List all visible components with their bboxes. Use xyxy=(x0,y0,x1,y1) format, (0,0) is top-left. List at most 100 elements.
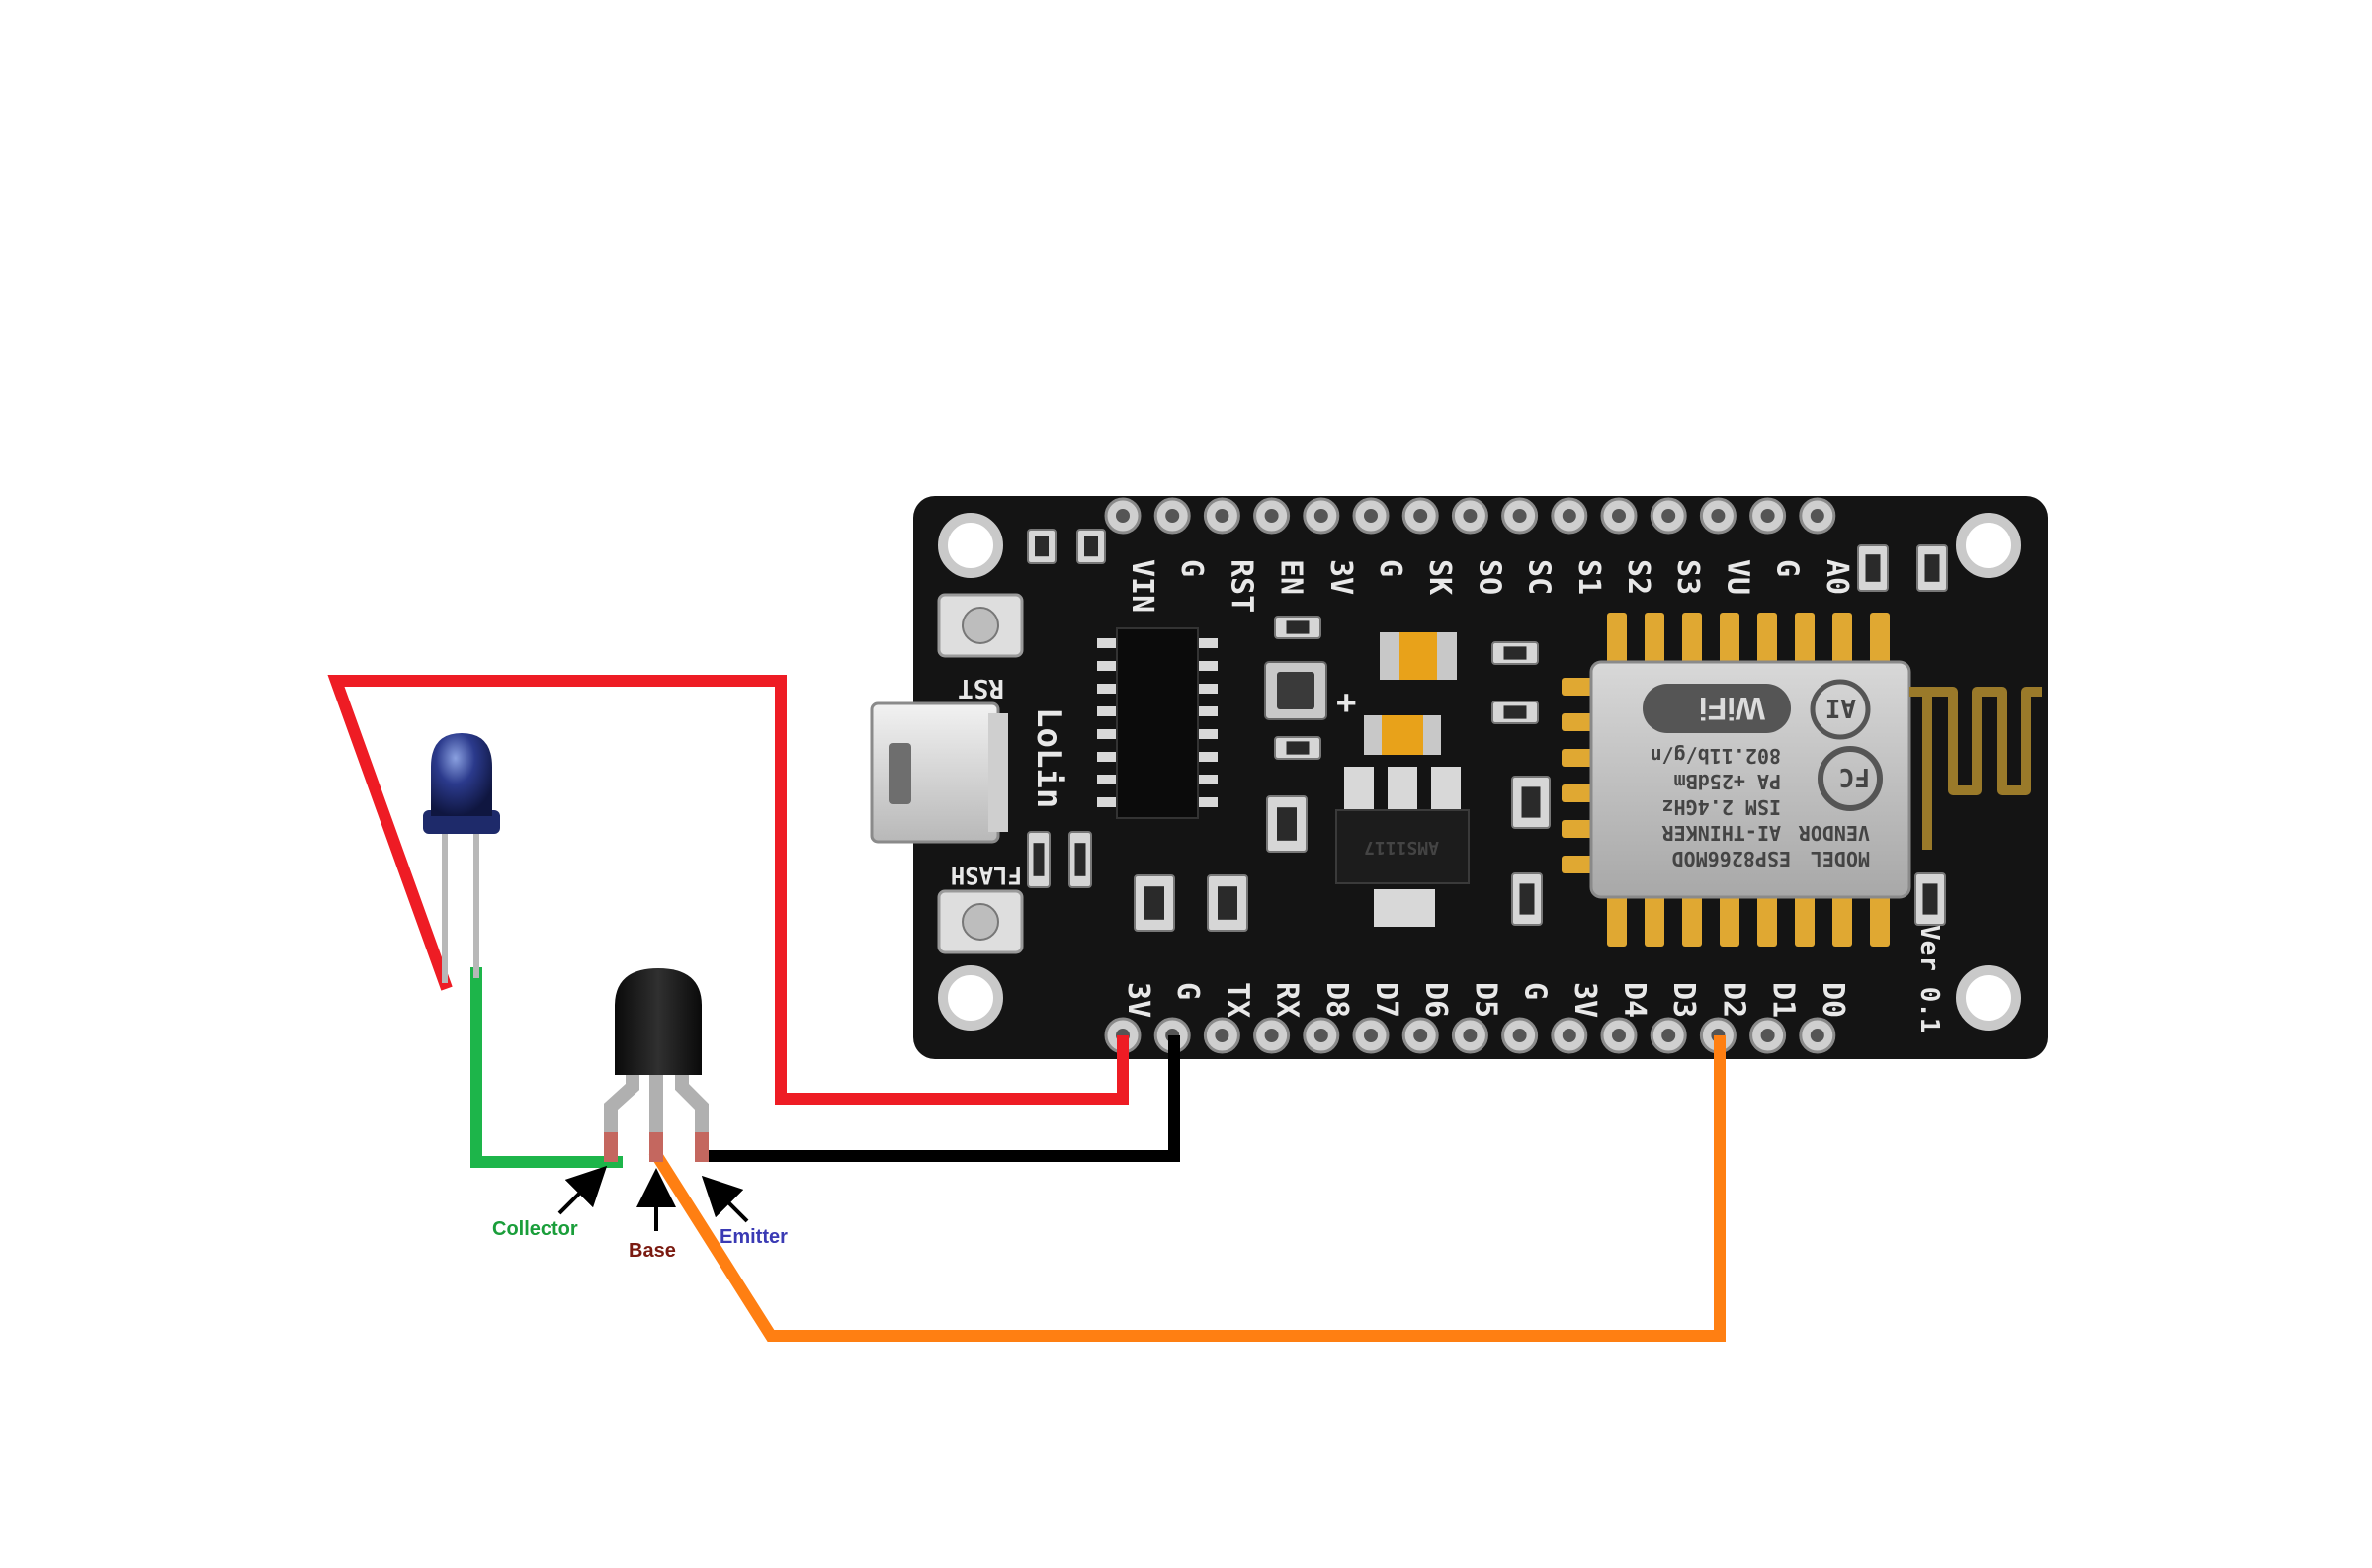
smd-part-body xyxy=(1035,536,1049,557)
pin-hole xyxy=(1215,509,1229,523)
top-pin-header xyxy=(1104,497,1836,535)
top-pin-label: EN xyxy=(1274,559,1309,595)
rst-label: RST xyxy=(958,673,1004,702)
module-pad xyxy=(1795,895,1815,947)
top-pin-label: 3V xyxy=(1323,559,1358,595)
pin-hole xyxy=(1810,509,1824,523)
chip-pin xyxy=(1097,729,1119,739)
version-label: Ver 0.1 xyxy=(1914,925,1944,1033)
pin-hole xyxy=(1264,1029,1279,1042)
bottom-pin-label: 3V xyxy=(1567,982,1602,1018)
bottom-pin-label: D4 xyxy=(1617,982,1652,1018)
bottom-pin-label: D0 xyxy=(1816,982,1850,1018)
flash-button-cap xyxy=(962,903,999,941)
pin-hole xyxy=(1313,1029,1328,1042)
module-vendor-label: VENDOR xyxy=(1798,821,1870,845)
collector-wire xyxy=(470,967,623,1168)
top-pin-label: S3 xyxy=(1670,559,1705,595)
smd-part-body xyxy=(1218,886,1237,920)
chip-pin xyxy=(1196,684,1218,694)
pin-hole xyxy=(1562,1029,1576,1042)
top-pin-label: A0 xyxy=(1820,559,1854,595)
flash-button[interactable] xyxy=(937,889,1024,954)
pin-hole xyxy=(1512,1029,1527,1042)
module-pad xyxy=(1645,613,1664,664)
plus-mark-icon: + xyxy=(1336,683,1356,722)
pin-hole xyxy=(1313,509,1328,523)
collector-label: Collector xyxy=(492,1218,578,1240)
bottom-pin-label: D2 xyxy=(1716,982,1750,1018)
wifi-logo: WiFi xyxy=(1643,684,1791,733)
smd-components xyxy=(1027,529,1948,932)
pin-hole xyxy=(1760,509,1775,523)
pin-hole xyxy=(1810,1029,1824,1042)
smd-part-body xyxy=(1503,646,1527,660)
usb-port xyxy=(890,743,911,804)
collector-arrow-icon xyxy=(557,1165,608,1215)
smd-part-body xyxy=(1865,554,1881,582)
module-pad xyxy=(1757,895,1777,947)
antenna-trace xyxy=(1922,687,2042,850)
top-pin-label: G xyxy=(1373,559,1407,577)
brand-label: LoLin xyxy=(1029,707,1068,808)
smd-part-body xyxy=(1074,843,1086,876)
smd-part-body xyxy=(1924,554,1940,582)
module-text: MODEL ESP8266MOD VENDOR AI-THINKER ISM 2… xyxy=(1643,679,1883,870)
pin-hole xyxy=(1413,1029,1428,1042)
module-band: ISM 2.4GHz xyxy=(1662,795,1781,819)
module-pad xyxy=(1832,895,1852,947)
chip-pin xyxy=(1097,661,1119,671)
top-pin-label: VIN xyxy=(1125,559,1159,613)
base-label: Base xyxy=(629,1240,676,1262)
top-pin-label: G xyxy=(1174,559,1209,577)
bottom-pin-label: G xyxy=(1518,982,1553,1000)
module-power: PA +25dBm xyxy=(1674,770,1781,793)
smd-part-body xyxy=(1286,620,1310,634)
module-pad xyxy=(1720,613,1739,664)
module-pad xyxy=(1607,895,1627,947)
emitter-arrow-icon xyxy=(701,1175,749,1223)
module-pad xyxy=(1870,895,1890,947)
pin-hole xyxy=(1612,1029,1626,1042)
top-pin-label: S2 xyxy=(1621,559,1655,595)
module-pad xyxy=(1562,749,1593,767)
pin-hole xyxy=(1463,509,1478,523)
transistor-leg-tip xyxy=(695,1132,709,1162)
chip-pin xyxy=(1196,638,1218,648)
pin-hole xyxy=(1165,509,1180,523)
top-pin-label: SC xyxy=(1522,559,1557,595)
module-pad xyxy=(1562,784,1593,802)
emitter-label: Emitter xyxy=(720,1226,788,1248)
flash-label: FLASH xyxy=(951,862,1022,889)
module-pad xyxy=(1645,895,1664,947)
module-pad xyxy=(1682,895,1702,947)
pin-hole xyxy=(1463,1029,1478,1042)
ground-wire xyxy=(698,1035,1180,1162)
chip-pin xyxy=(1196,661,1218,671)
fc-logo: FC xyxy=(1818,746,1883,811)
smd-part-body xyxy=(1922,883,1938,915)
mounting-hole xyxy=(938,965,1003,1031)
crystal xyxy=(1264,661,1327,720)
smd-part-body xyxy=(1144,886,1164,920)
pin-hole xyxy=(1215,1029,1229,1042)
pin-hole xyxy=(1264,509,1279,523)
pin-hole xyxy=(1711,509,1726,523)
led-dome xyxy=(431,733,492,816)
transistor-leg-tip xyxy=(604,1132,618,1162)
wires xyxy=(327,675,1726,1342)
module-pad xyxy=(1832,613,1852,664)
module-pad xyxy=(1562,678,1593,696)
chip-pin xyxy=(1097,752,1119,762)
usb-serial-chip-body xyxy=(1116,627,1199,819)
usb-tab xyxy=(988,713,1008,832)
rst-button[interactable] xyxy=(937,593,1024,658)
pin-hole xyxy=(1760,1029,1775,1042)
fc-logo-text: FC xyxy=(1839,762,1870,791)
bottom-pin-label: D5 xyxy=(1468,982,1502,1018)
module-pad xyxy=(1795,613,1815,664)
pin-hole xyxy=(1661,1029,1676,1042)
